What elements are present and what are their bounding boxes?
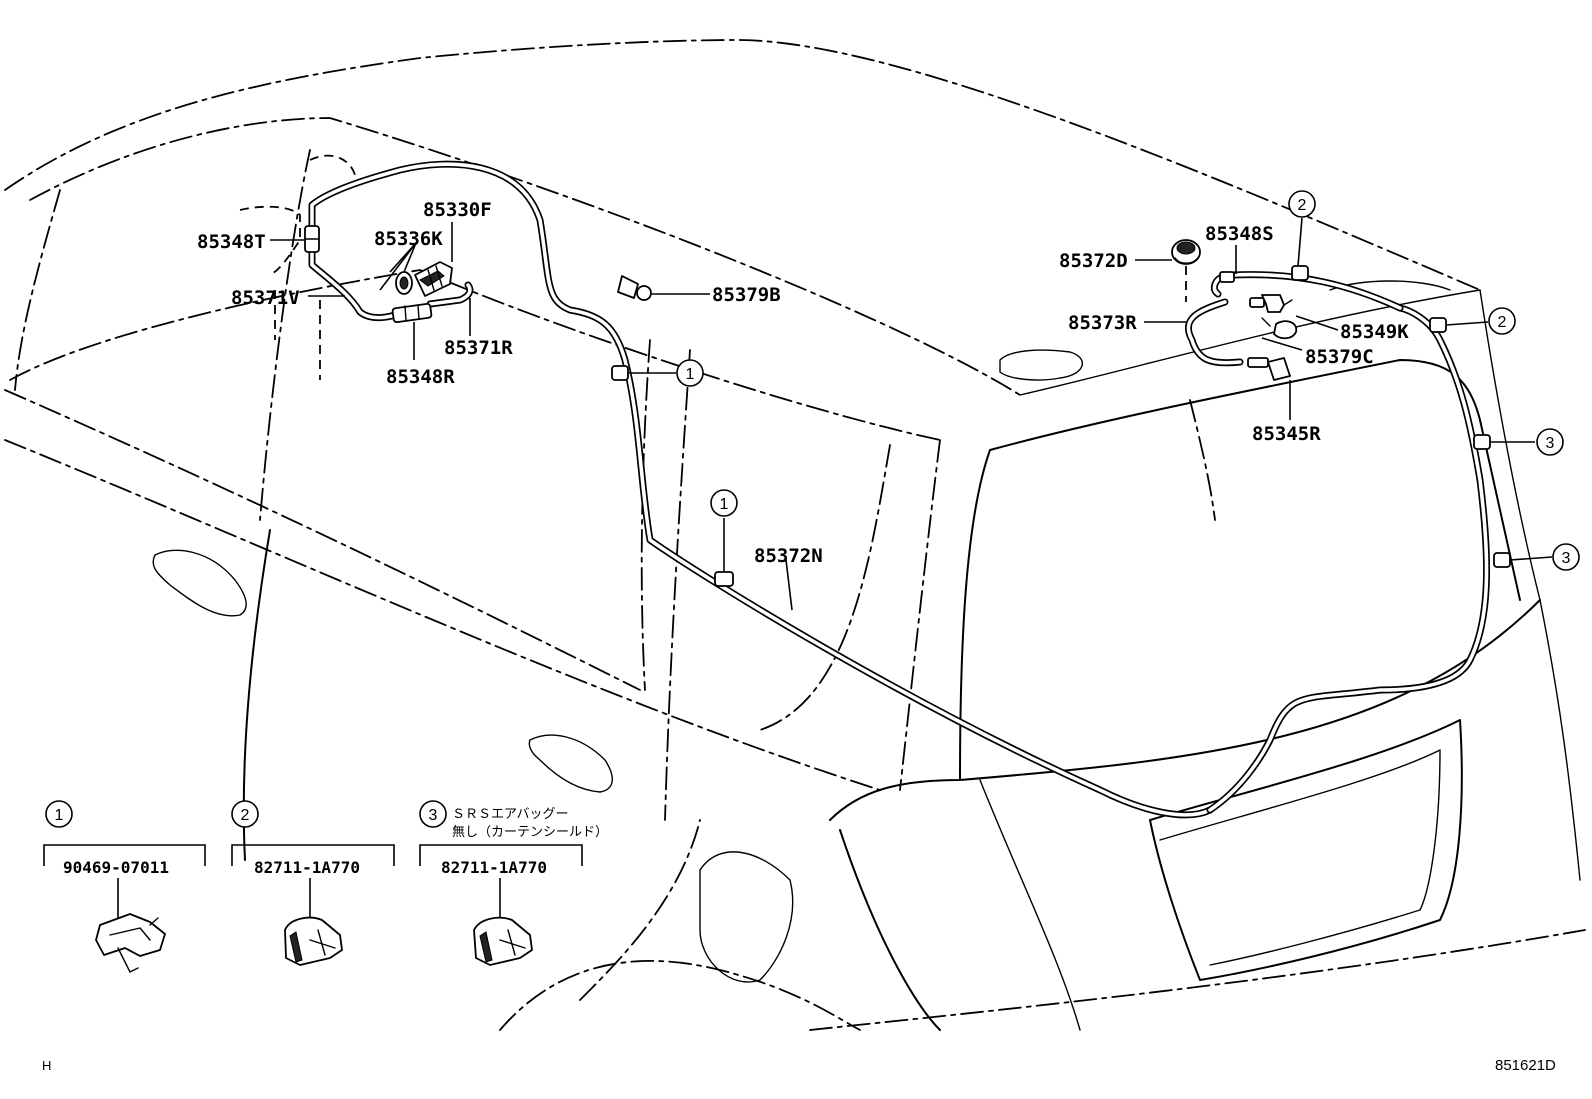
callout-1-b: 1 xyxy=(710,489,738,517)
rear-clip-icon xyxy=(1261,317,1298,340)
check-valve-icon xyxy=(414,261,453,297)
label-85372D: 85372D xyxy=(1059,250,1128,272)
rear-hose-assembly xyxy=(1171,239,1491,814)
label-85379C: 85379C xyxy=(1305,346,1374,368)
svg-text:3: 3 xyxy=(1546,435,1555,452)
legend-item-1: 1 90469-07011 xyxy=(43,800,206,973)
rear-grommet-icon xyxy=(1171,239,1201,265)
part-number-labels: 85348T 85371V 85336K 85330F 85371R 85348… xyxy=(197,199,1409,567)
svg-text:2: 2 xyxy=(1498,314,1507,331)
svg-text:1: 1 xyxy=(55,807,64,824)
leader-lines xyxy=(270,217,1553,611)
legend-note-line1: ＳＲＳエアバッグー xyxy=(452,807,568,822)
label-85348T: 85348T xyxy=(197,231,266,253)
label-85373R: 85373R xyxy=(1068,312,1137,334)
callout-1-a: 1 xyxy=(676,359,704,387)
legend-part-2: 82711-1A770 xyxy=(254,858,360,877)
label-85336K: 85336K xyxy=(374,228,443,250)
label-85371V: 85371V xyxy=(231,287,300,309)
svg-text:3: 3 xyxy=(1562,550,1571,567)
front-hose-assembly xyxy=(239,154,1214,819)
callout-3-b: 3 xyxy=(1552,543,1580,571)
clamp-icon xyxy=(95,913,166,973)
clamp-legend: 1 90469-07011 2 82711-1A770 xyxy=(43,800,608,973)
svg-text:2: 2 xyxy=(241,807,250,824)
svg-text:3: 3 xyxy=(429,807,438,824)
clip-icon xyxy=(617,275,652,301)
hose-clamp-markers xyxy=(611,265,1511,587)
callout-circles: 1 1 2 2 3 3 xyxy=(676,190,1580,571)
label-85348R: 85348R xyxy=(386,366,455,388)
label-85379B: 85379B xyxy=(712,284,781,306)
label-85349K: 85349K xyxy=(1340,321,1409,343)
corner-mark: H xyxy=(42,1058,51,1073)
legend-item-3: 3 ＳＲＳエアバッグー 無し（カーテンシールド） 82711-1A770 xyxy=(419,800,608,966)
callout-2-a: 2 xyxy=(1288,190,1316,218)
wire-clamp-icon xyxy=(284,916,343,966)
legend-item-2: 2 82711-1A770 xyxy=(231,800,395,966)
airbag-wire-clamp-icon xyxy=(473,916,533,966)
legend-part-1: 90469-07011 xyxy=(63,858,169,877)
legend-part-3: 82711-1A770 xyxy=(441,858,547,877)
svg-text:1: 1 xyxy=(686,366,695,383)
callout-2-b: 2 xyxy=(1488,307,1516,335)
callout-3-a: 3 xyxy=(1536,428,1564,456)
label-85345R: 85345R xyxy=(1252,423,1321,445)
svg-text:2: 2 xyxy=(1298,197,1307,214)
t-joint-icon xyxy=(1249,294,1293,313)
svg-text:1: 1 xyxy=(720,496,729,513)
label-85348S: 85348S xyxy=(1205,223,1274,245)
label-85372N: 85372N xyxy=(754,545,823,567)
legend-note-line2: 無し（カーテンシールド） xyxy=(452,825,608,840)
label-85330F: 85330F xyxy=(423,199,492,221)
grommet-icon xyxy=(395,271,413,295)
vehicle-body-outline xyxy=(4,39,1586,1031)
rear-nozzle-icon xyxy=(1247,357,1291,381)
diagram-reference-code: 851621D xyxy=(1495,1057,1556,1074)
label-85371R: 85371R xyxy=(444,337,513,359)
